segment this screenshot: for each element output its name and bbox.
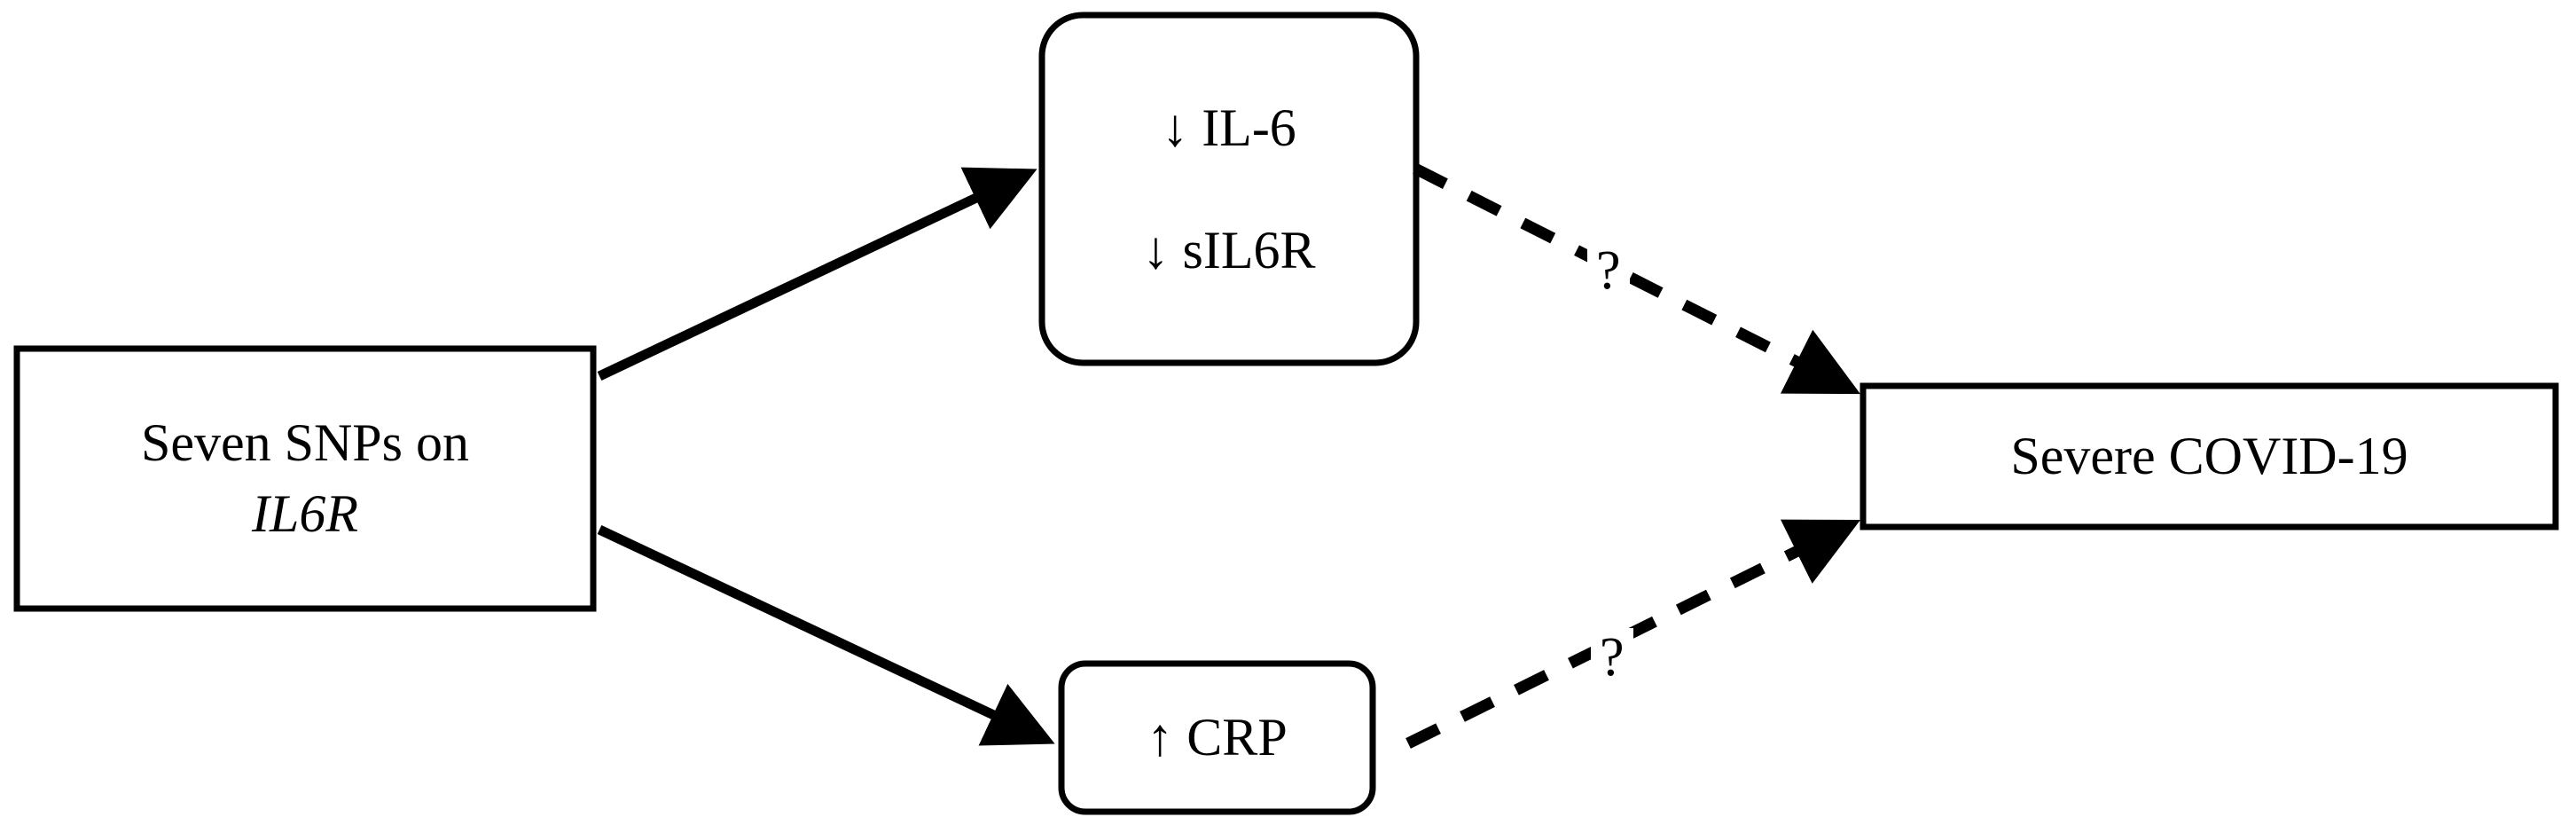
- node-snps[interactable]: Seven SNPs on IL6R: [14, 346, 596, 611]
- node-covid-shape: [1860, 382, 2559, 530]
- edge-snps-to-il6: [597, 167, 1037, 381]
- node-il6-line1: ↓ IL-6: [1162, 98, 1296, 157]
- edge-il6-to-covid: [1413, 163, 1860, 395]
- node-il6-shape: [1038, 12, 1420, 366]
- node-covid[interactable]: Severe COVID-19: [1860, 383, 2558, 530]
- node-covid-line1: Severe COVID-19: [2010, 427, 2408, 485]
- node-crp[interactable]: ↑ CRP: [1059, 661, 1375, 814]
- node-snps-line2: IL6R: [252, 483, 358, 543]
- node-il6[interactable]: ↓ IL-6 ↓ sIL6R: [1039, 12, 1419, 365]
- edge-snps-to-crp: [597, 525, 1055, 746]
- edge-label-il6-to-covid: ?: [1587, 241, 1630, 300]
- edge-label-crp-to-covid: ?: [1591, 628, 1633, 687]
- edge-crp-to-covid: [1405, 519, 1861, 749]
- node-snps-shape: [13, 345, 597, 612]
- node-crp-line1: ↑ CRP: [1147, 708, 1288, 766]
- node-crp-shape: [1058, 660, 1376, 815]
- node-snps-line1: Seven SNPs on: [140, 413, 470, 473]
- node-il6-line2: ↓ sIL6R: [1142, 221, 1316, 279]
